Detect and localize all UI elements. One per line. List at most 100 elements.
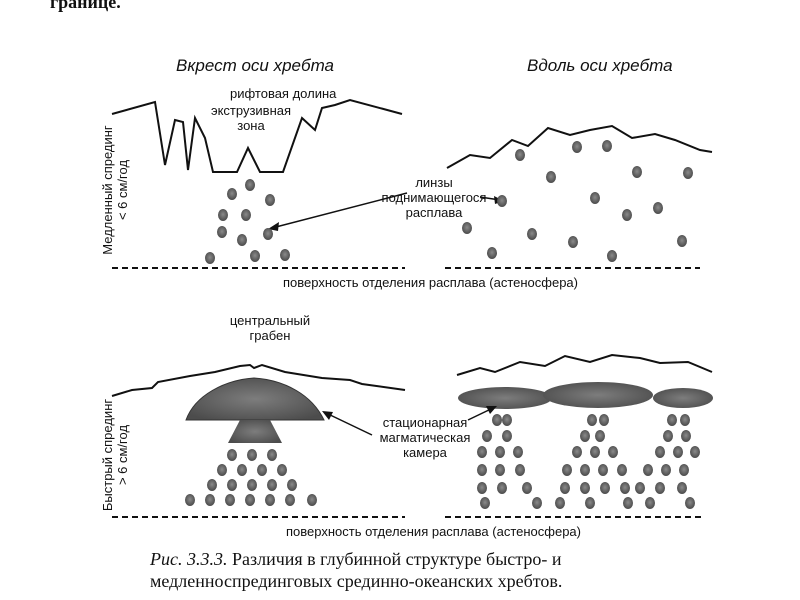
melt-lens xyxy=(683,167,693,179)
label-extrusive-zone-line2: зона xyxy=(237,118,265,133)
melt-lens xyxy=(495,464,505,476)
ridge-profile-fast xyxy=(111,363,406,397)
melt-lens xyxy=(487,247,497,259)
label-magma-chamber-line2: магматическая xyxy=(379,430,471,445)
label-melt-lenses-line1: линзы xyxy=(415,175,453,190)
melt-lens xyxy=(218,209,228,221)
melt-lens xyxy=(185,494,195,506)
melt-lens xyxy=(237,234,247,246)
melt-lens xyxy=(477,464,487,476)
melt-lens xyxy=(607,250,617,262)
melt-lens xyxy=(600,482,610,494)
ridge-axis-profile-fast xyxy=(456,353,713,376)
melt-lens xyxy=(580,464,590,476)
melt-lens xyxy=(247,449,257,461)
melt-lens xyxy=(277,464,287,476)
melt-lens xyxy=(497,195,507,207)
melt-lens xyxy=(497,482,507,494)
melt-lens xyxy=(263,228,273,240)
melt-lens xyxy=(677,482,687,494)
label-central-graben: центральный грабен xyxy=(220,313,320,343)
melt-lenses-bottom-left xyxy=(185,449,317,506)
side-label-slow-line2: < 6 см/год xyxy=(115,159,130,221)
melt-lens xyxy=(237,464,247,476)
melt-lens xyxy=(495,446,505,458)
melt-lens xyxy=(587,414,597,426)
melt-lens xyxy=(267,449,277,461)
magma-chamber-cap xyxy=(185,377,325,421)
melt-lens xyxy=(602,140,612,152)
melt-lens xyxy=(608,446,618,458)
melt-lens xyxy=(590,192,600,204)
melt-lens xyxy=(280,249,290,261)
melt-lens xyxy=(632,166,642,178)
melt-lens xyxy=(598,464,608,476)
chamber-arrow-left xyxy=(325,412,373,436)
melt-lens xyxy=(527,228,537,240)
melt-lenses-top-right xyxy=(462,140,693,262)
melt-lens xyxy=(572,446,582,458)
title-across-axis: Вкрест оси хребта xyxy=(176,56,334,75)
caption-number: Рис. 3.3.3. xyxy=(150,549,228,569)
label-central-graben-line2: грабен xyxy=(249,328,291,343)
side-label-slow: Медленный спрединг < 6 см/год xyxy=(100,115,130,265)
melt-lens xyxy=(663,430,673,442)
melt-lens xyxy=(241,209,251,221)
melt-lens xyxy=(580,482,590,494)
melt-lens xyxy=(515,149,525,161)
rift-valley-profile xyxy=(111,98,403,173)
label-extrusive-zone-line1: экструзивная xyxy=(210,103,292,118)
melt-lens xyxy=(655,446,665,458)
label-melt-lenses-line2: поднимающегося xyxy=(381,190,487,205)
melt-lens xyxy=(513,446,523,458)
melt-lens xyxy=(267,479,277,491)
melt-lens xyxy=(590,446,600,458)
melt-lens xyxy=(217,464,227,476)
melt-lens xyxy=(580,430,590,442)
melt-lens xyxy=(205,252,215,264)
melt-lens xyxy=(690,446,700,458)
melt-lens xyxy=(546,171,556,183)
melt-lenses-bottom-right xyxy=(477,414,700,509)
caption-text: Различия в глубинной структуре быстро- и… xyxy=(150,549,563,591)
melt-lens xyxy=(685,497,695,509)
melt-lens xyxy=(679,464,689,476)
melt-lens xyxy=(585,497,595,509)
melt-lens xyxy=(245,179,255,191)
melt-lens xyxy=(502,414,512,426)
label-melt-lenses-line3: расплава xyxy=(405,205,463,220)
label-melt-lenses: линзы поднимающегося расплава xyxy=(375,175,493,220)
melt-lens xyxy=(227,449,237,461)
ridge-axis-profile-slow xyxy=(446,124,713,169)
melt-lens xyxy=(680,414,690,426)
melt-lens xyxy=(623,497,633,509)
melt-lens xyxy=(207,479,217,491)
melt-lens xyxy=(285,494,295,506)
melt-lens xyxy=(635,482,645,494)
melt-lens xyxy=(562,464,572,476)
melt-lens xyxy=(287,479,297,491)
melt-lenses-top-left xyxy=(205,179,290,264)
magma-lens-2 xyxy=(543,382,653,408)
label-magma-chamber-line3: камера xyxy=(403,445,447,460)
melt-lens xyxy=(643,464,653,476)
side-label-fast: Быстрый спрединг > 6 см/год xyxy=(100,385,130,525)
melt-lens xyxy=(502,430,512,442)
melt-lens xyxy=(480,497,490,509)
side-label-fast-line1: Быстрый спрединг xyxy=(100,398,115,512)
melt-lens xyxy=(572,141,582,153)
melt-lens xyxy=(247,479,257,491)
label-extrusive-zone: экструзивная зона xyxy=(206,103,296,133)
melt-lens xyxy=(482,430,492,442)
melt-lens xyxy=(522,482,532,494)
melt-lens xyxy=(677,235,687,247)
side-label-slow-line1: Медленный спрединг xyxy=(100,125,115,255)
lenses-arrow-left xyxy=(271,192,408,229)
melt-lens xyxy=(227,188,237,200)
melt-lens xyxy=(595,430,605,442)
melt-lens xyxy=(245,494,255,506)
label-rift-valley: рифтовая долина xyxy=(230,86,337,101)
melt-lens xyxy=(492,414,502,426)
